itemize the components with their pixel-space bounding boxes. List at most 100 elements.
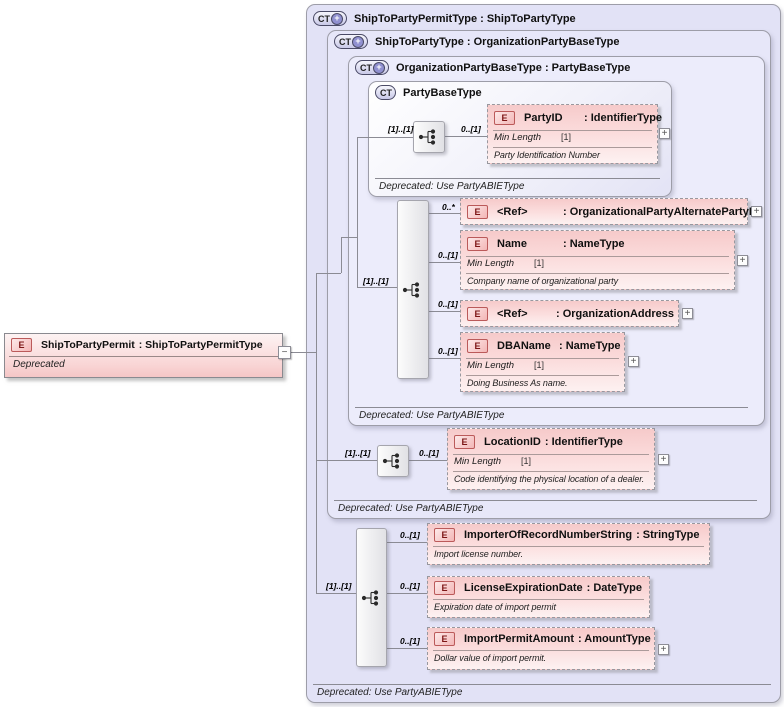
element-ImporterOfRecordNumberString[interactable]: E ImporterOfRecordNumberString : StringT… (427, 523, 710, 565)
element-icon: E (494, 110, 515, 125)
element-icon: E (467, 236, 488, 251)
facet-value: [1] (534, 360, 545, 370)
facet-row: Min Length [1] (448, 455, 654, 471)
element-Ref-OrganizationAddress[interactable]: E <Ref> : OrganizationAddress (460, 300, 679, 327)
derived-plus-icon: + (373, 61, 385, 74)
element-title: E LocationID : IdentifierType (448, 429, 654, 454)
element-PartyID[interactable]: E PartyID : IdentifierType Min Length [1… (487, 104, 662, 164)
connector-line (290, 352, 316, 353)
expand-button[interactable]: + (628, 356, 639, 367)
expand-button[interactable]: + (737, 255, 748, 266)
cardinality-label: 0..[1] (400, 530, 420, 540)
derived-plus-icon: + (331, 12, 343, 25)
facet-value: [1] (534, 258, 545, 268)
facet-label: Min Length (467, 360, 515, 371)
element-LocationID[interactable]: E LocationID : IdentifierType Min Length… (447, 428, 655, 490)
deprecation-note: Deprecated: Use PartyABIEType (355, 407, 748, 421)
sequence-compositor[interactable] (397, 200, 429, 379)
cardinality-label: [1]..[1] (345, 448, 371, 458)
cardinality-label: 0..[1] (438, 250, 458, 260)
divider (453, 454, 649, 455)
complex-type-icon: CT+ (334, 34, 368, 49)
connector-line (427, 358, 460, 359)
element-title: E <Ref> : OrganizationAddress (461, 301, 678, 326)
connector-line (341, 237, 357, 238)
expand-button[interactable]: + (658, 454, 669, 465)
element-name: <Ref> (497, 205, 528, 218)
cardinality-label: 0..[1] (438, 346, 458, 356)
expand-button[interactable]: + (659, 128, 670, 139)
connector-line (427, 213, 460, 214)
element-name: PartyID (524, 111, 563, 124)
complex-type-icon: CT+ (313, 11, 347, 26)
expand-button[interactable]: + (658, 644, 669, 655)
cardinality-label: 0..* (442, 202, 455, 212)
facet-label: Min Length (454, 456, 502, 467)
complex-type-header: CT+ ShipToPartyPermitType : ShipToPartyT… (313, 11, 576, 26)
complex-type-header: CT+ OrganizationPartyBaseType : PartyBas… (355, 60, 630, 75)
sequence-compositor[interactable] (413, 121, 445, 153)
ct-badge-label: CT (360, 62, 372, 73)
element-icon: E (434, 528, 455, 542)
ct-badge-label: CT (380, 87, 392, 98)
cardinality-label: 0..[1] (461, 124, 481, 134)
divider (433, 650, 649, 651)
connector-line (316, 593, 356, 594)
cardinality-label: [1]..[1] (388, 124, 414, 134)
element-icon: E (467, 306, 488, 321)
sequence-icon (361, 589, 378, 606)
deprecation-note: Deprecated: Use PartyABIEType (313, 684, 771, 698)
cardinality-label: 0..[1] (419, 448, 439, 458)
element-Name[interactable]: E Name : NameType Min Length [1] Company… (460, 230, 735, 290)
element-Ref-OrganizationalPartyAlternatePartyId[interactable]: E <Ref> : OrganizationalPartyAlternatePa… (460, 198, 759, 225)
connector-line (357, 287, 397, 288)
element-type: : IdentifierType (544, 435, 623, 448)
divider (493, 147, 652, 148)
sequence-icon (402, 281, 420, 298)
element-name: DBAName (497, 339, 551, 352)
facet-label: Min Length (494, 132, 542, 143)
complex-type-title: ShipToPartyPermitType : ShipToPartyType (354, 12, 576, 25)
element-type: : NameType (559, 339, 621, 352)
connector-line (427, 262, 460, 263)
expand-button[interactable]: + (682, 308, 693, 319)
element-title: E ImporterOfRecordNumberString : StringT… (428, 524, 709, 546)
element-ShipToPartyPermit[interactable]: E ShipToPartyPermit : ShipToPartyPermitT… (4, 333, 283, 378)
deprecation-note: Deprecated (13, 359, 65, 370)
element-description: Party Identification Number (494, 150, 600, 160)
element-description: Code identifying the physical location o… (454, 474, 645, 484)
element-type: : AmountType (578, 633, 651, 645)
cardinality-label: 0..[1] (438, 299, 458, 309)
element-DBAName[interactable]: E DBAName : NameType Min Length [1] Doin… (460, 332, 625, 392)
element-description: Dollar value of import permit. (434, 653, 547, 663)
complex-type-title: OrganizationPartyBaseType : PartyBaseTyp… (396, 61, 631, 74)
divider (466, 273, 729, 274)
complex-type-header: CT+ ShipToPartyType : OrganizationPartyB… (334, 34, 620, 49)
element-name: ImporterOfRecordNumberString (464, 529, 633, 541)
deprecation-note: Deprecated: Use PartyABIEType (334, 500, 757, 514)
element-title: E <Ref> : OrganizationalPartyAlternatePa… (461, 199, 759, 224)
element-ImportPermitAmount[interactable]: E ImportPermitAmount : AmountType Dollar… (427, 627, 655, 670)
collapse-button[interactable]: − (278, 346, 291, 359)
element-title: E PartyID : IdentifierType (488, 105, 662, 130)
sequence-icon (418, 129, 436, 145)
element-name: <Ref> (497, 307, 528, 320)
element-icon: E (434, 581, 455, 595)
element-LicenseExpirationDate[interactable]: E LicenseExpirationDate : DateType Expir… (427, 576, 650, 618)
connector-line (427, 311, 460, 312)
element-description: Expiration date of import permit (434, 602, 556, 612)
expand-button[interactable]: + (751, 206, 762, 217)
element-title: E Name : NameType (461, 231, 734, 256)
sequence-compositor[interactable] (377, 445, 409, 477)
element-description: Doing Business As name. (467, 378, 568, 388)
element-name: ImportPermitAmount (464, 633, 574, 645)
element-description: Company name of organizational party (467, 276, 618, 286)
connector-line (407, 460, 447, 461)
element-name: Name (497, 237, 527, 250)
sequence-compositor[interactable] (356, 528, 387, 667)
facet-row: Min Length [1] (461, 359, 624, 375)
element-title: E ShipToPartyPermit : ShipToPartyPermitT… (5, 334, 282, 356)
connector-line (385, 542, 427, 543)
derived-plus-icon: + (352, 35, 364, 48)
